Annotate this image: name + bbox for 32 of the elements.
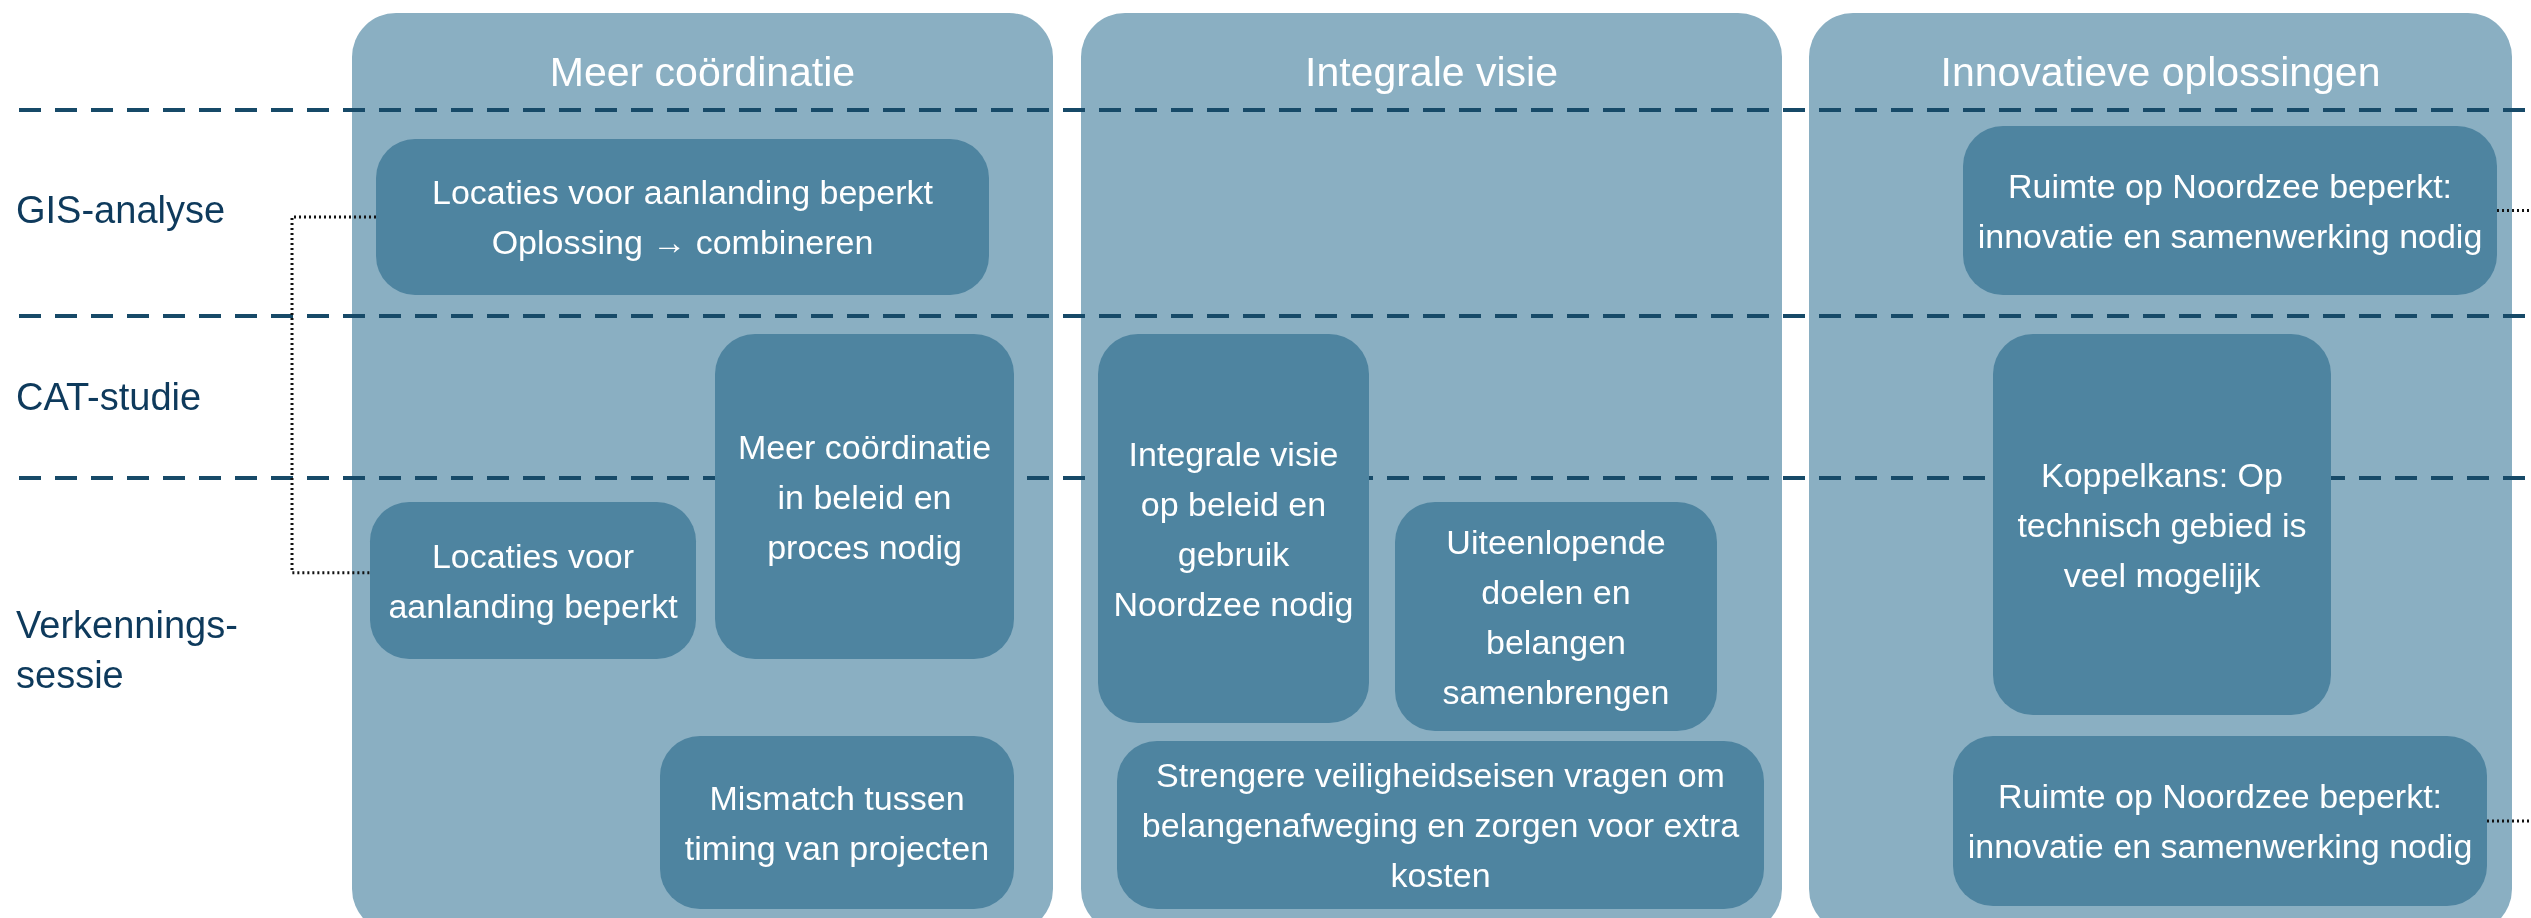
finding-text: Koppelkans: Op technisch gebied is veel mogelijk — [2016, 454, 2308, 596]
finding-box — [1117, 741, 1764, 909]
finding-text: Integrale visie op beleid en gebruik Noordzee nodig — [1112, 433, 1355, 625]
finding-text: Locaties voor aanlanding beperkt — [387, 535, 679, 627]
finding-text: Mismatch tussen timing van projecten — [683, 777, 991, 869]
finding-text: Strengere veiligheidseisen vragen om belangenafweging en zorgen voor extra kosten — [1140, 755, 1741, 896]
column-title: Innovatieve oplossingen — [1939, 49, 2382, 95]
column-title: Meer coördinatie — [548, 49, 857, 95]
row-label: CAT-studie — [16, 375, 203, 420]
row-label: GIS-analyse — [16, 188, 227, 233]
connector-line — [2487, 819, 2531, 823]
finding-text: Meer coördinatie in beleid en proces nodig — [736, 426, 993, 568]
finding-box — [376, 139, 989, 295]
column-panel — [352, 13, 1053, 918]
column-title: Integrale visie — [1304, 49, 1559, 95]
finding-box — [1098, 334, 1369, 723]
finding-box — [660, 736, 1014, 909]
finding-text: Uiteenlopende doelen en belangen samenbrengen — [1441, 521, 1671, 713]
connector-line — [290, 215, 376, 575]
finding-box — [1993, 334, 2331, 715]
column-panel — [1081, 13, 1782, 918]
finding-text: Locaties voor aanlanding beperkt Oplossing → combineren — [431, 172, 934, 263]
row-label: Verkennings-sessie — [16, 603, 239, 698]
finding-box — [1395, 502, 1717, 731]
finding-box — [370, 502, 696, 659]
finding-text: Ruimte op Noordzee beperkt: innovatie en samenwerking nodig — [1966, 776, 2474, 867]
column-panel — [1809, 13, 2512, 918]
finding-box — [1963, 126, 2497, 295]
finding-text: Ruimte op Noordzee beperkt: innovatie en samenwerking nodig — [1976, 165, 2484, 257]
connector-line — [2497, 209, 2531, 212]
finding-box — [715, 334, 1014, 659]
finding-box — [1953, 736, 2487, 906]
